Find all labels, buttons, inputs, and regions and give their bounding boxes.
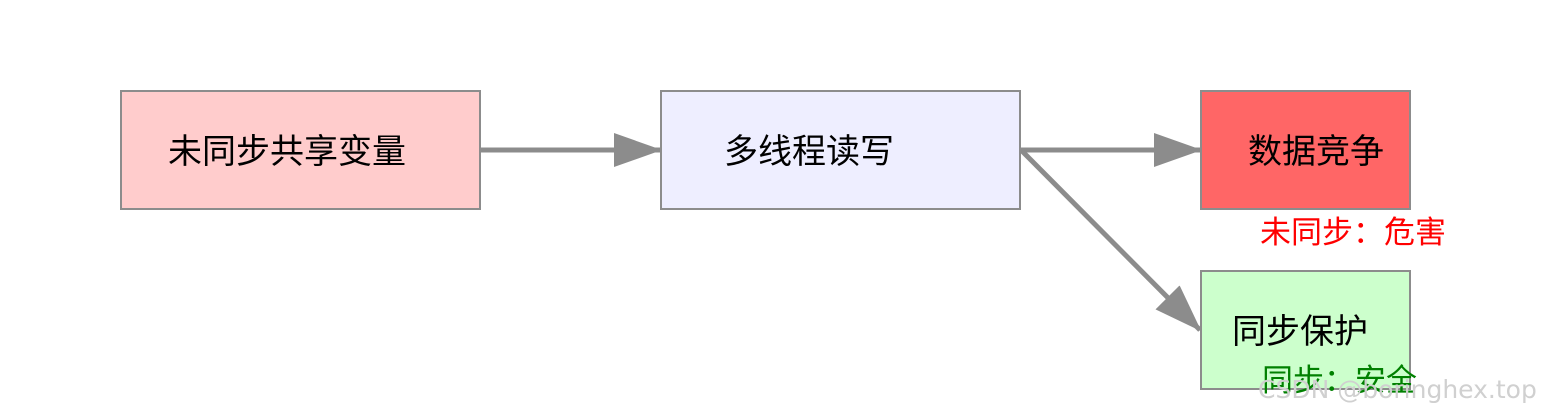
node-synchronized-protection: 同步保护 bbox=[1200, 270, 1411, 390]
node-data-race: 数据竞争 bbox=[1200, 90, 1411, 210]
node-label: 未同步共享变量 bbox=[168, 132, 406, 172]
node-multithread-read-write: 多线程读写 bbox=[660, 90, 1021, 210]
edge-multithread-to-safe bbox=[1019, 148, 1202, 332]
watermark: CSDN @boringhex.top bbox=[1258, 375, 1537, 404]
edge-label-synced-safe: 同步：安全 bbox=[1262, 363, 1417, 399]
node-label: 多线程读写 bbox=[724, 132, 894, 172]
node-label: 同步保护 bbox=[1232, 312, 1368, 352]
node-unsynced-shared-variable: 未同步共享变量 bbox=[120, 90, 481, 210]
edge-label-unsynced-harm: 未同步：危害 bbox=[1260, 215, 1446, 251]
node-label: 数据竞争 bbox=[1248, 132, 1384, 172]
